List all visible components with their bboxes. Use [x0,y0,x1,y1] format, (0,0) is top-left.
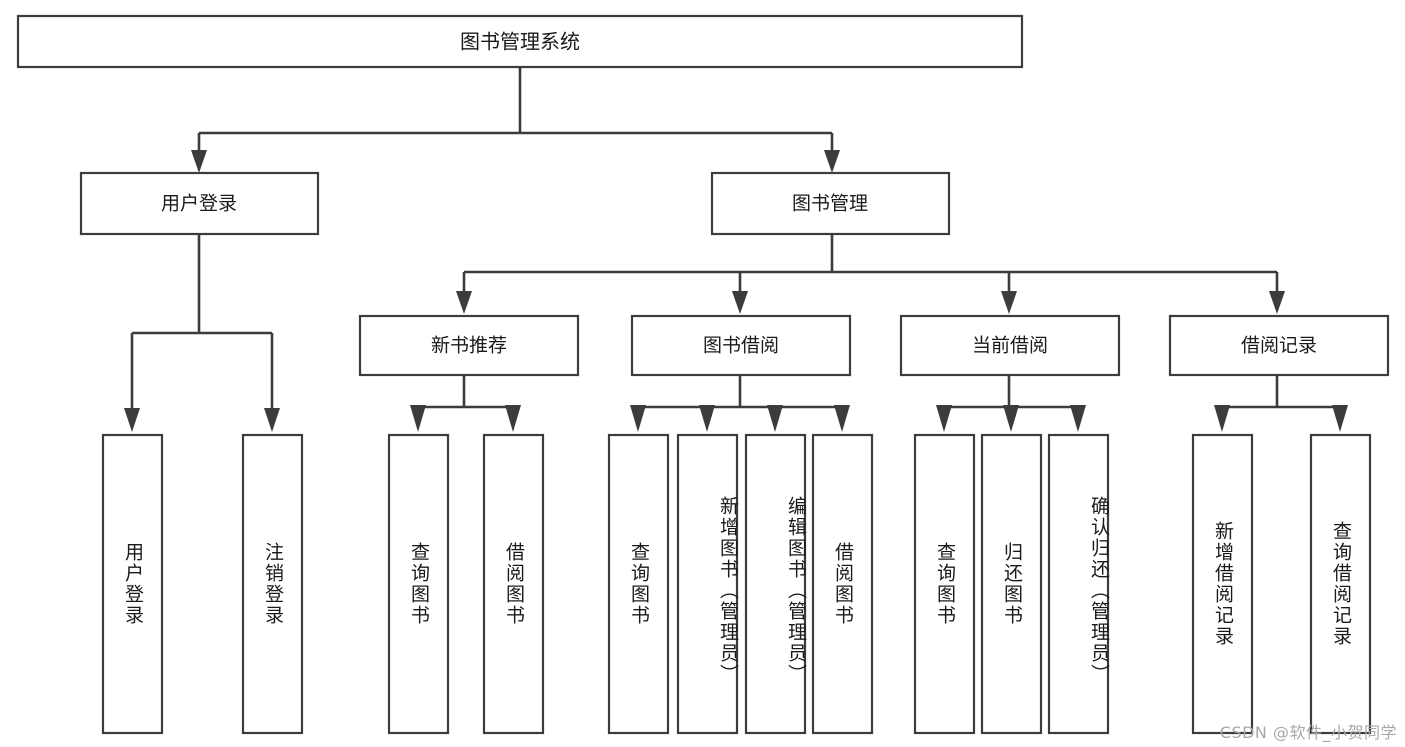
node-user-login-label: 用户登录 [161,193,237,215]
node-book-borrow-label: 图书借阅 [703,335,779,357]
arrowhead-leaf-user-login [124,408,140,432]
arrowhead-leaf-query-book-3 [936,405,952,432]
node-user-login-box[interactable] [79,171,320,236]
connector-layer [124,67,1348,432]
node-leaf-confirm-return-box[interactable] [1047,433,1110,735]
node-leaf-edit-book-box[interactable] [744,433,807,735]
csdn-watermark: CSDN @软件_小贺同学 [1219,723,1397,742]
arrowhead-book-manage [824,150,840,173]
node-leaf-query-record-box[interactable] [1309,433,1372,735]
arrowhead-leaf-confirm-return [1070,405,1086,432]
node-root-box[interactable] [16,14,1024,69]
node-current-borrow-label: 当前借阅 [972,335,1048,357]
arrowhead-leaf-add-book [699,405,715,432]
node-leaf-user-login-box[interactable] [101,433,164,735]
node-leaf-query-book-1-box[interactable] [387,433,450,735]
node-new-book-recommend-box[interactable] [358,314,580,377]
arrowhead-borrow-record [1269,291,1285,314]
node-leaf-add-book-box[interactable] [676,433,739,735]
node-new-book-recommend-label: 新书推荐 [431,335,507,357]
arrowhead-leaf-borrow-book-1 [505,405,521,432]
arrowhead-leaf-add-record [1214,405,1230,432]
arrowhead-leaf-query-book-1 [410,405,426,432]
node-layer: 图书管理系统 用户登录 图书管理 新书推荐 图书借阅 当前借阅 借阅记录 [16,14,1390,735]
node-leaf-user-logout-box[interactable] [241,433,304,735]
node-borrow-record-label: 借阅记录 [1241,335,1317,357]
arrowhead-leaf-edit-book [767,405,783,432]
arrowhead-leaf-query-book-2 [630,405,646,432]
node-leaf-query-book-2-box[interactable] [607,433,670,735]
node-leaf-return-book-box[interactable] [980,433,1043,735]
node-leaf-query-book-3-box[interactable] [913,433,976,735]
arrowhead-leaf-query-record [1332,405,1348,432]
node-book-manage-box[interactable] [710,171,951,236]
node-current-borrow-box[interactable] [899,314,1121,377]
arrowhead-leaf-borrow-book-2 [834,405,850,432]
arrowhead-new-book-recommend [456,291,472,314]
node-root-label: 图书管理系统 [460,30,580,54]
node-leaf-add-record-box[interactable] [1191,433,1254,735]
node-borrow-record-box[interactable] [1168,314,1390,377]
arrowhead-leaf-user-logout [264,408,280,432]
node-book-borrow-box[interactable] [630,314,852,377]
arrowhead-current-borrow [1001,291,1017,314]
arrowhead-leaf-return-book [1003,405,1019,432]
node-leaf-borrow-book-2-box[interactable] [811,433,874,735]
arrowhead-book-borrow [732,291,748,314]
node-leaf-borrow-book-1-box[interactable] [482,433,545,735]
arrowhead-user-login [191,150,207,173]
node-book-manage-label: 图书管理 [792,193,868,215]
